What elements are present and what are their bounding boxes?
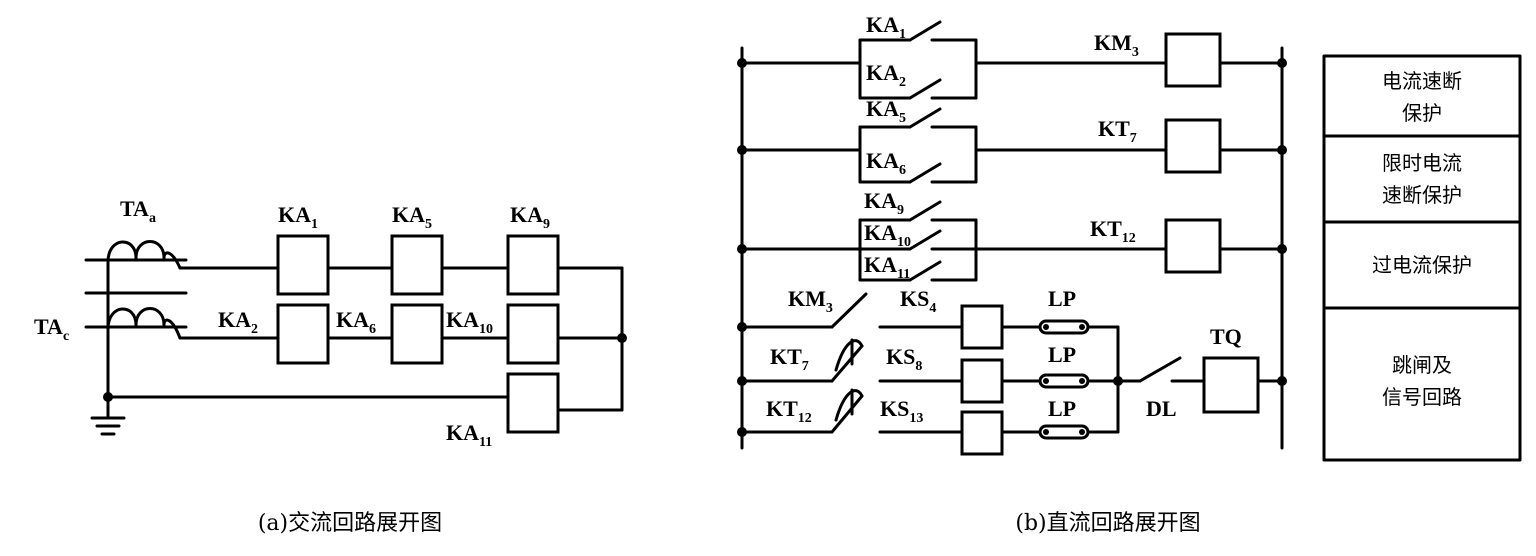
lp-label-3: LP [1048,396,1076,421]
legend-trip-line1: 跳闸及 [1392,353,1452,377]
kt12-delayed-contact [830,394,864,434]
legend-overcurrent: 过电流保护 [1372,253,1472,277]
dc-circuit: KA1 KA2 KA5 KA6 KA9 KA10 KA11 KM3 KT7 KT… [737,12,1287,536]
ka11-contact [908,260,942,282]
dl-contact [1138,356,1182,383]
km3-contact [830,292,868,329]
dc-ka11-label: KA11 [864,252,910,282]
legend-instant-line2: 保护 [1402,101,1442,125]
ks8-label: KS8 [886,344,922,374]
ka10-contact [908,229,942,251]
ta-c-coil [106,307,182,340]
ka2-contact [908,78,942,100]
lp-link-pin [1043,429,1049,435]
function-legend-table: 电流速断 保护 限时电流 速断保护 过电流保护 跳闸及 信号回路 [1322,54,1522,462]
dc-ka9-label: KA9 [864,188,904,218]
ka9-label: KA9 [510,202,550,232]
lp-link-pin [1079,324,1085,330]
dc-ka6-label: KA6 [866,148,906,178]
ta-a-coil [106,240,182,270]
lp-link-pin [1043,324,1049,330]
lp-link-pin [1079,429,1085,435]
ks4-label: KS4 [900,286,936,316]
ka6-label: KA6 [336,307,376,337]
ka1-label: KA1 [278,202,318,232]
dc-ka2-label: KA2 [866,60,906,90]
ka6-contact [908,162,942,184]
return-junction [617,333,627,343]
km3-coil-label: KM3 [1094,30,1139,60]
ka9-relay [506,234,560,296]
kt12-contact-label: KT12 [766,396,812,426]
lp-link-pin [1079,378,1085,384]
legend-trip-line2: 信号回路 [1382,385,1462,409]
legend-border [1322,54,1522,462]
ka5-relay [390,234,444,296]
ac-caption: (a)交流回路展开图 [258,511,442,536]
ta-c-label: TAc [34,314,69,344]
dl-label: DL [1146,396,1177,421]
kt12-coil-label: KT12 [1090,216,1136,246]
lp-link-pin [1043,378,1049,384]
ka1-contact [908,20,942,42]
delay-arc-icon [834,339,864,372]
tq-label: TQ [1210,324,1242,349]
ks13-label: KS13 [880,396,923,426]
ka6-relay [390,303,444,365]
km3-coil [1164,32,1222,88]
ks8-signal-relay [960,358,1004,404]
ka1-relay [276,234,330,296]
ka9-contact [908,200,942,222]
ka5-label: KA5 [392,202,432,232]
lp-label-2: LP [1048,342,1076,367]
ac-circuit: TAa TAc KA1 KA5 KA9 KA2 KA6 KA10 KA11 (a… [34,196,627,536]
lp-label-1: LP [1048,286,1076,311]
tq-trip-coil [1202,356,1260,414]
kt7-coil [1164,118,1222,174]
kt12-coil [1164,218,1222,274]
kt7-coil-label: KT7 [1098,116,1137,146]
ka11-relay [506,372,560,434]
legend-instant-line1: 电流速断 [1382,69,1462,93]
dc-caption: (b)直流回路展开图 [1015,511,1200,536]
ka2-relay [276,303,330,365]
ka11-label: KA11 [446,420,492,450]
km3-contact-label: KM3 [788,286,833,316]
legend-timed-line2: 速断保护 [1382,183,1462,207]
dc-ka5-label: KA5 [866,96,906,126]
legend-timed-line1: 限时电流 [1382,151,1462,175]
ka10-relay [506,303,560,365]
kt7-contact-label: KT7 [770,344,809,374]
dc-ka10-label: KA10 [864,220,911,250]
ka5-contact [908,107,942,129]
dc-ka1-label: KA1 [866,12,906,42]
ka2-label: KA2 [218,307,258,337]
delay-arc-icon [834,389,864,422]
ta-a-label: TAa [120,196,156,226]
ka10-label: KA10 [446,307,493,337]
ks13-signal-relay [960,410,1004,456]
kt7-delayed-contact [830,344,864,383]
ks4-signal-relay [960,304,1004,350]
